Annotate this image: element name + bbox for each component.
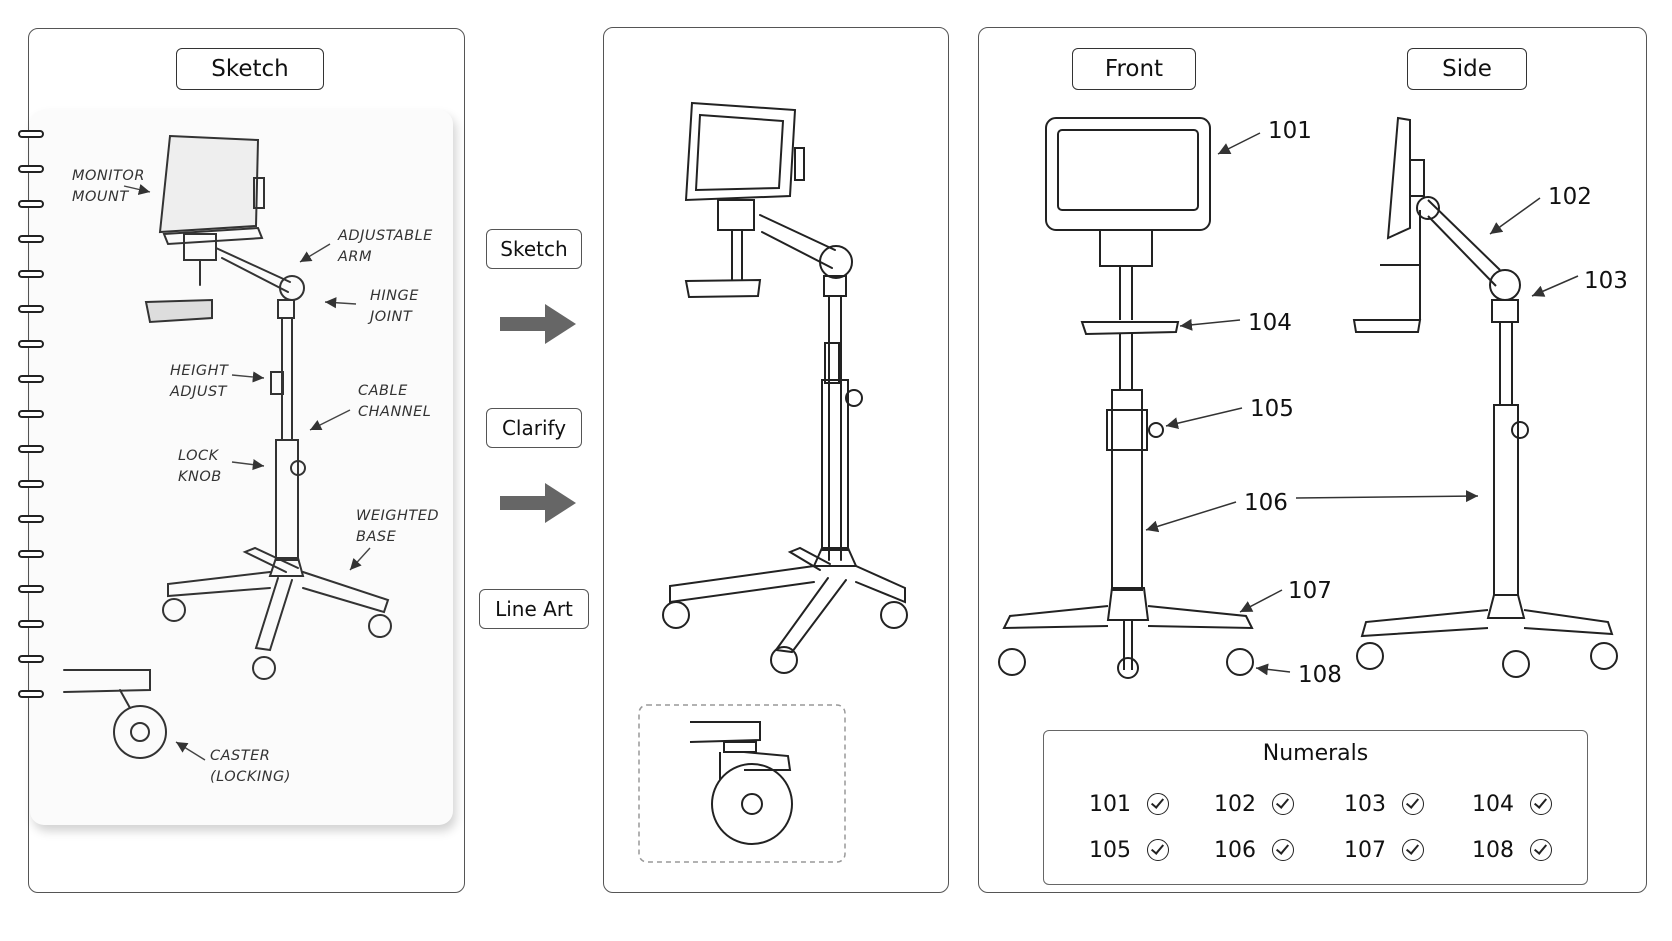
front-reference-numeral: 101 bbox=[1268, 118, 1312, 144]
numeral-label: 102 bbox=[1214, 792, 1256, 817]
numeral-item: 105 bbox=[1089, 835, 1209, 865]
check-circle-icon bbox=[1530, 793, 1552, 815]
sketch-annotation: BASE bbox=[356, 529, 397, 545]
numeral-item: 103 bbox=[1344, 789, 1464, 819]
numeral-label: 101 bbox=[1089, 792, 1131, 817]
numeral-item: 102 bbox=[1214, 789, 1334, 819]
sketch-annotation: JOINT bbox=[367, 309, 413, 325]
numeral-label: 107 bbox=[1344, 838, 1386, 863]
front-reference-numeral: 104 bbox=[1248, 310, 1292, 336]
check-circle-icon bbox=[1147, 793, 1169, 815]
sketch-annotation: CASTER bbox=[210, 748, 270, 764]
sketch-annotation: KNOB bbox=[178, 469, 222, 485]
numeral-item: 107 bbox=[1344, 835, 1464, 865]
side-reference-numeral: 102 bbox=[1548, 184, 1592, 210]
numerals-table: Numerals 101 102 103 104 105 106 107 108 bbox=[1043, 730, 1588, 885]
numeral-item: 106 bbox=[1214, 835, 1334, 865]
front-reference-numeral: 107 bbox=[1288, 578, 1332, 604]
check-circle-icon bbox=[1402, 839, 1424, 861]
sketch-annotation: (LOCKING) bbox=[210, 769, 291, 785]
sketch-annotation: MONITOR bbox=[72, 168, 145, 184]
numerals-title: Numerals bbox=[1044, 741, 1587, 766]
sketch-annotation: CHANNEL bbox=[358, 404, 431, 420]
numeral-label: 103 bbox=[1344, 792, 1386, 817]
sketch-annotation: LOCK bbox=[178, 448, 220, 464]
front-reference-numeral: 108 bbox=[1298, 662, 1342, 688]
numeral-item: 108 bbox=[1472, 835, 1592, 865]
numeral-label: 106 bbox=[1214, 838, 1256, 863]
front-reference-numeral: 105 bbox=[1250, 396, 1294, 422]
numeral-label: 108 bbox=[1472, 838, 1514, 863]
numeral-item: 101 bbox=[1089, 789, 1209, 819]
check-circle-icon bbox=[1402, 793, 1424, 815]
check-circle-icon bbox=[1272, 793, 1294, 815]
sketch-annotation: HEIGHT bbox=[170, 363, 229, 379]
numeral-label: 104 bbox=[1472, 792, 1514, 817]
front-reference-numeral: 106 bbox=[1244, 490, 1288, 516]
sketch-annotation: CABLE bbox=[358, 383, 408, 399]
sketch-annotation: WEIGHTED bbox=[356, 508, 439, 524]
sketch-annotation: HINGE bbox=[370, 288, 419, 304]
sketch-annotation: MOUNT bbox=[72, 189, 129, 205]
numeral-label: 105 bbox=[1089, 838, 1131, 863]
side-reference-numeral: 103 bbox=[1584, 268, 1628, 294]
check-circle-icon bbox=[1147, 839, 1169, 861]
sketch-annotation: ADJUST bbox=[169, 384, 228, 400]
check-circle-icon bbox=[1272, 839, 1294, 861]
check-circle-icon bbox=[1530, 839, 1552, 861]
sketch-annotation: ARM bbox=[337, 249, 372, 265]
sketch-annotation: ADJUSTABLE bbox=[337, 228, 433, 244]
numeral-item: 104 bbox=[1472, 789, 1592, 819]
